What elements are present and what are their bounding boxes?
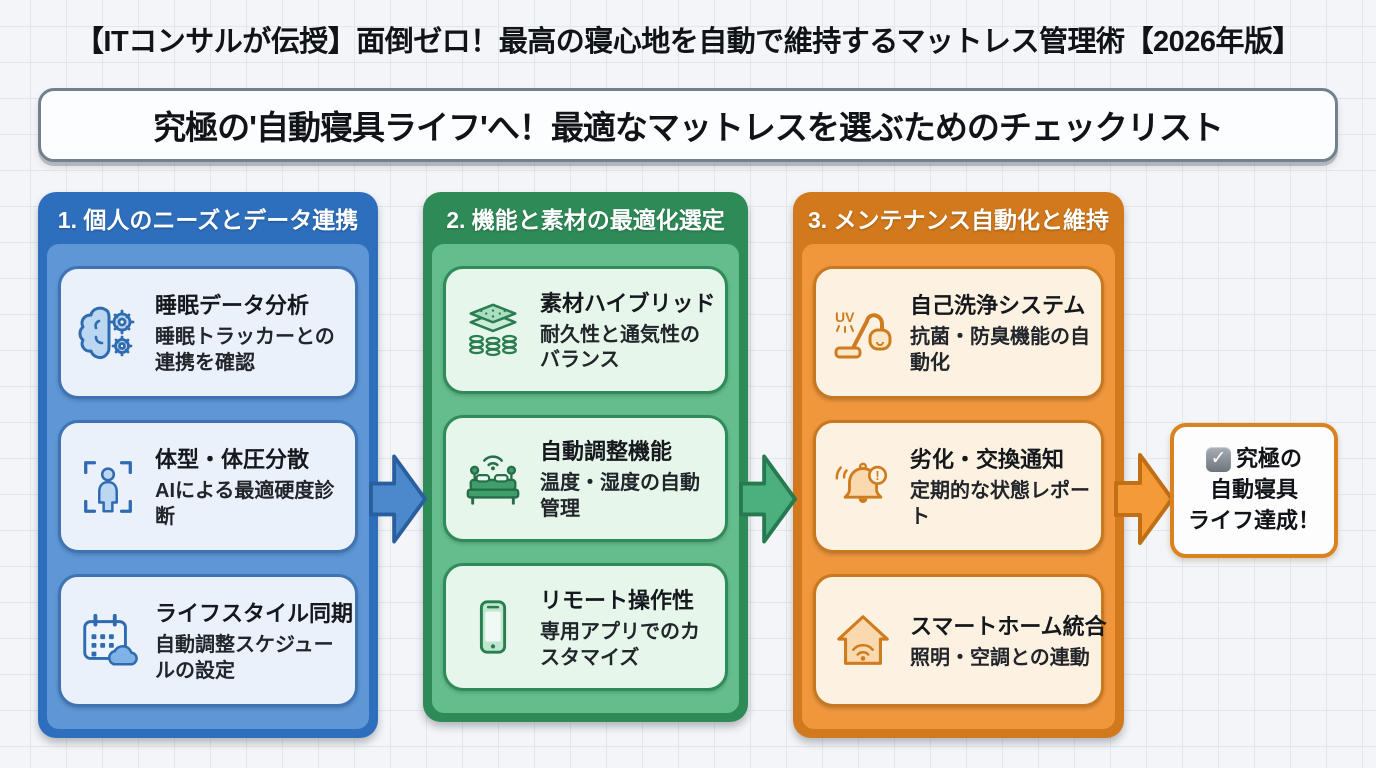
card-title: 体型・体圧分散 bbox=[155, 447, 310, 473]
column-3-body: UV 自己洗浄システム 抗菌・防臭機能の自動化 bbox=[802, 244, 1115, 729]
column-1-body: 睡眠データ分析 睡眠トラッカーとの連携を確認 bbox=[47, 244, 369, 729]
card-desc: 照明・空調との連動 bbox=[910, 647, 1090, 670]
goal-text-2: 自動寝具 bbox=[1209, 477, 1298, 503]
card-desc: 温度・湿度の自動管理 bbox=[540, 472, 700, 520]
goal-text-3: ライフ達成！ bbox=[1187, 507, 1320, 533]
column-1-header: 1. 個人のニーズとデータ連携 bbox=[57, 207, 359, 233]
flow-arrow-green-icon bbox=[739, 454, 797, 544]
card-title: 素材ハイブリッド bbox=[540, 290, 716, 316]
card-smart-home: スマートホーム統合 照明・空調との連動 bbox=[813, 574, 1107, 707]
card-title: スマートホーム統合 bbox=[910, 614, 1107, 640]
brain-gears-icon bbox=[69, 301, 147, 365]
checkbox-checked-icon: ✓ bbox=[1205, 447, 1231, 473]
card-title: 睡眠データ分析 bbox=[155, 293, 310, 319]
card-lifestyle-sync: ライフスタイル同期 自動調整スケジュールの設定 bbox=[58, 574, 358, 707]
flow-arrow-orange-icon bbox=[1114, 453, 1174, 545]
column-maintenance: 3. メンテナンス自動化と維持 UV 自己洗浄システム 抗菌・防臭機能の自動化 bbox=[793, 192, 1124, 738]
smart-bed-icon bbox=[454, 448, 532, 510]
column-function-material: 2. 機能と素材の最適化選定 素材ハ bbox=[423, 192, 748, 722]
svg-text:UV: UV bbox=[835, 309, 855, 325]
body-scan-icon bbox=[69, 456, 147, 518]
card-desc: 自動調整スケジュールの設定 bbox=[155, 634, 334, 682]
card-title: 劣化・交換通知 bbox=[910, 447, 1065, 473]
card-auto-adjust: 自動調整機能 温度・湿度の自動管理 bbox=[443, 414, 728, 543]
card-desc: 睡眠トラッカーとの連携を確認 bbox=[155, 326, 335, 374]
svg-text:!: ! bbox=[875, 469, 879, 483]
card-desc: AIによる最適硬度診断 bbox=[155, 480, 335, 528]
card-title: リモート操作性 bbox=[540, 588, 695, 614]
goal-line-1: ✓ 究極の bbox=[1205, 444, 1302, 475]
mattress-layers-icon bbox=[454, 299, 532, 361]
card-desc: 抗菌・防臭機能の自動化 bbox=[910, 326, 1090, 374]
smartphone-icon bbox=[454, 596, 532, 658]
goal-text-1: 究極の bbox=[1235, 446, 1302, 472]
card-desc: 専用アプリでのカスタマイズ bbox=[540, 621, 700, 669]
alert-bell-icon: ! bbox=[824, 456, 902, 518]
uv-vacuum-icon: UV bbox=[824, 301, 902, 365]
page-title: 【ITコンサルが伝授】面倒ゼロ！最高の寝心地を自動で維持するマットレス管理術【2… bbox=[74, 26, 1302, 58]
goal-line-2: 自動寝具 bbox=[1210, 475, 1298, 506]
card-title: ライフスタイル同期 bbox=[155, 601, 354, 627]
checklist-banner-text: 究極の'自動寝具ライフ'へ！最適なマットレスを選ぶためのチェックリスト bbox=[153, 109, 1224, 146]
smart-home-icon bbox=[824, 610, 902, 672]
calendar-cloud-icon bbox=[69, 610, 147, 672]
column-2-body: 素材ハイブリッド 耐久性と通気性のバランス bbox=[432, 244, 739, 713]
card-material-hybrid: 素材ハイブリッド 耐久性と通気性のバランス bbox=[443, 266, 728, 394]
card-title: 自己洗浄システム bbox=[910, 293, 1086, 319]
card-title: 自動調整機能 bbox=[540, 439, 673, 465]
flow-arrow-blue-icon bbox=[369, 454, 427, 544]
goal-box: ✓ 究極の 自動寝具 ライフ達成！ bbox=[1170, 423, 1338, 558]
card-replace-notice: ! 劣化・交換通知 定期的な状態レポート bbox=[813, 420, 1104, 553]
column-2-header: 2. 機能と素材の最適化選定 bbox=[446, 207, 725, 233]
card-remote-control: リモート操作性 専用アプリでのカスタマイズ bbox=[443, 563, 728, 692]
column-3-header: 3. メンテナンス自動化と維持 bbox=[807, 207, 1110, 233]
card-desc: 定期的な状態レポート bbox=[910, 480, 1090, 528]
column-personal-needs: 1. 個人のニーズとデータ連携 bbox=[38, 192, 378, 738]
card-desc: 耐久性と通気性のバランス bbox=[540, 323, 700, 372]
card-body-pressure: 体型・体圧分散 AIによる最適硬度診断 bbox=[58, 420, 358, 553]
goal-line-3: ライフ達成！ bbox=[1188, 506, 1320, 537]
checklist-banner: 究極の'自動寝具ライフ'へ！最適なマットレスを選ぶためのチェックリスト bbox=[38, 88, 1338, 162]
card-sleep-data: 睡眠データ分析 睡眠トラッカーとの連携を確認 bbox=[58, 266, 358, 399]
card-self-cleaning: UV 自己洗浄システム 抗菌・防臭機能の自動化 bbox=[813, 266, 1104, 399]
